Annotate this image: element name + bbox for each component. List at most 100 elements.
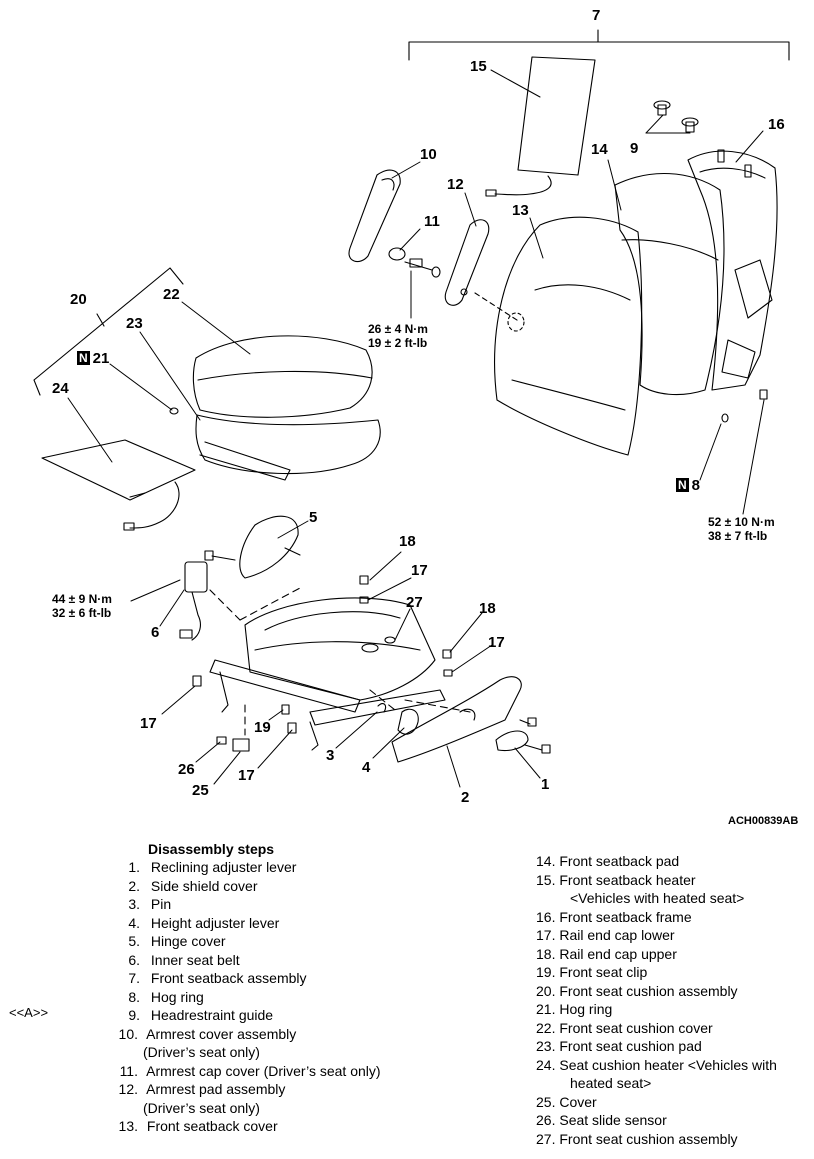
step-number: 10.: [118, 1025, 138, 1042]
callout-17a: 17: [411, 562, 428, 579]
new-part-badge: N: [676, 478, 689, 492]
hog-ring-part: [722, 414, 728, 422]
step-number: 11.: [119, 1062, 138, 1079]
seatback-frame-part: [688, 150, 777, 390]
torque-imperial: 19 ± 2 ft-lb: [368, 336, 428, 350]
callout-11: 11: [424, 213, 440, 230]
callout-5: 5: [309, 509, 318, 526]
step-text: Armrest pad assembly: [146, 1081, 286, 1097]
step-number: 25.: [536, 1093, 556, 1110]
step-number: 3.: [128, 896, 140, 912]
step-number: 15.: [536, 871, 556, 888]
step-text: Front seat cushion cover: [559, 1019, 713, 1036]
step-number: 20.: [536, 982, 556, 999]
step-number: 5.: [128, 933, 140, 949]
callout-4: 4: [362, 759, 371, 776]
step-item: 11. Armrest cap cover (Driver’s seat onl…: [114, 1062, 381, 1081]
torque-imperial: 38 ± 7 ft-lb: [708, 529, 768, 543]
step-text-continued: (Driver’s seat only): [143, 1044, 260, 1060]
exploded-view-drawing: [0, 0, 814, 830]
callout-18a: 18: [399, 533, 416, 550]
step-number: 18.: [536, 945, 556, 962]
callout-19: 19: [254, 719, 271, 736]
step-text: Armrest cover assembly: [146, 1025, 297, 1042]
step-text: Pin: [150, 896, 172, 912]
step-number: 1.: [128, 859, 140, 875]
torque-spec-seatbelt: 44 ± 9 N·m 32 ± 6 ft-lb: [52, 592, 112, 620]
callout-12: 12: [447, 176, 464, 193]
step-item: 23. Front seat cushion pad: [536, 1037, 777, 1056]
step-number: 12.: [118, 1081, 138, 1097]
bracket-20: [34, 268, 183, 395]
cushion-pad-part: [196, 415, 380, 480]
step-number: 21.: [536, 1001, 556, 1017]
cushion-cover-part: [193, 336, 372, 417]
step-number: 8.: [128, 988, 140, 1005]
step-text: Cover: [559, 1093, 597, 1110]
step-text: Inner seat belt: [150, 951, 240, 968]
step-number: 6.: [128, 951, 140, 968]
step-item: 24. Seat cushion heater <Vehicles with: [536, 1056, 777, 1075]
step-item: 4. Height adjuster lever: [114, 914, 381, 933]
callout-23: 23: [126, 315, 143, 332]
steps-title: Disassembly steps: [148, 841, 275, 857]
torque-spec-seatback: 52 ± 10 N·m 38 ± 7 ft-lb: [708, 515, 775, 543]
callout-1: 1: [541, 776, 550, 793]
step-item: 9. Headrestraint guide: [114, 1006, 381, 1025]
height-lever-part: [398, 709, 418, 734]
step-text: Front seatback heater: [559, 871, 696, 888]
step-item: 1. Reclining adjuster lever: [114, 858, 381, 877]
callout-18b: 18: [479, 600, 496, 617]
step-number: 4.: [128, 914, 140, 931]
callout-26: 26: [178, 761, 195, 778]
step-number: 2.: [128, 877, 140, 894]
step-item: 14. Front seatback pad: [536, 852, 777, 871]
callout-16: 16: [768, 116, 785, 133]
seatback-pad-part: [615, 174, 724, 395]
step-number: 13.: [118, 1118, 138, 1134]
callout-8-number: 8: [691, 477, 701, 494]
callout-15: 15: [470, 58, 487, 75]
figure-code: ACH00839AB: [728, 815, 799, 827]
seatback-heater-part: [486, 57, 595, 196]
step-text: Hog ring: [150, 988, 204, 1005]
step-text: Front seat cushion pad: [559, 1038, 702, 1054]
callout-22: 22: [163, 286, 180, 303]
step-item: 2. Side shield cover: [114, 877, 381, 896]
callout-20: 20: [70, 291, 87, 308]
step-text-continued: heated seat>: [570, 1075, 652, 1091]
step-text: Seat slide sensor: [559, 1112, 667, 1128]
step-item: 13. Front seatback cover: [114, 1117, 381, 1136]
pin-part: [378, 704, 386, 712]
hinge-cover-part: [205, 516, 300, 578]
callout-6: 6: [151, 624, 160, 641]
step-number: 17.: [536, 927, 556, 943]
step-item: 10. Armrest cover assembly: [114, 1025, 381, 1044]
callout-17b: 17: [488, 634, 505, 651]
step-item: 16. Front seatback frame: [536, 908, 777, 927]
callout-24: 24: [52, 380, 69, 397]
callout-17c: 17: [140, 715, 157, 732]
armrest-cap-part: [389, 248, 440, 277]
step-item: 27. Front seat cushion assembly: [536, 1130, 777, 1149]
callout-27: 27: [406, 594, 423, 611]
seatback-cover-part: [495, 217, 642, 455]
step-text: Front seat cushion assembly: [559, 1130, 738, 1147]
step-text: Hinge cover: [150, 933, 226, 949]
step-item: 5. Hinge cover: [114, 932, 381, 951]
new-part-badge: N: [77, 351, 90, 365]
step-text: Front seat clip: [559, 964, 648, 980]
step-text: Rail end cap upper: [559, 945, 677, 962]
step-text-continued: (Driver’s seat only): [143, 1099, 260, 1116]
step-text: Front seatback frame: [559, 908, 692, 925]
step-item: 20. Front seat cushion assembly: [536, 982, 777, 1001]
headrestraint-guide-parts: [654, 101, 698, 132]
torque-metric: 26 ± 4 N·m: [368, 322, 428, 336]
step-item: 7. Front seatback assembly: [114, 969, 381, 988]
callout-9: 9: [630, 140, 639, 157]
step-text: Seat cushion heater <Vehicles with: [559, 1056, 777, 1073]
